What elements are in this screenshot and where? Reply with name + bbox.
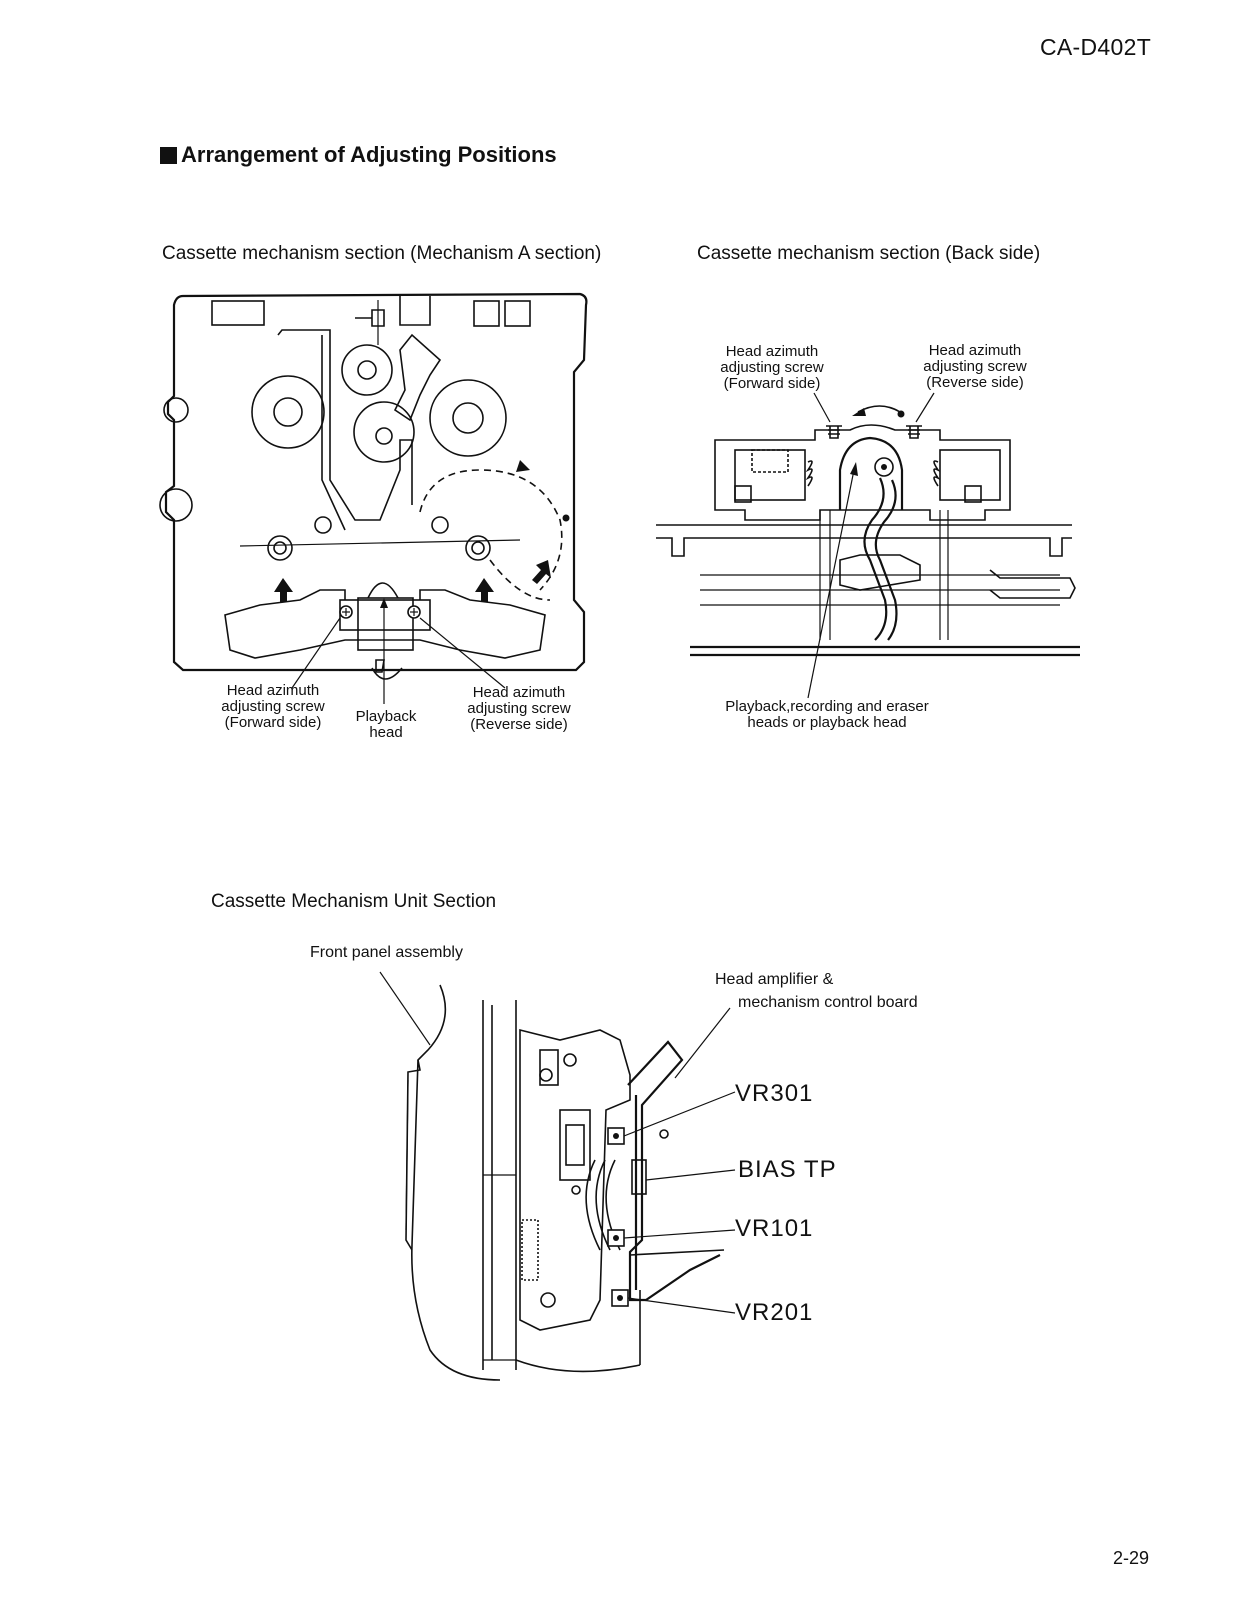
- square-bullet-icon: [160, 146, 177, 164]
- label-bias-tp: BIAS TP: [738, 1156, 837, 1183]
- label-back-rev-screw: Head azimuth adjusting screw (Reverse si…: [923, 342, 1027, 391]
- label-board-line2: mechanism control board: [738, 994, 918, 1011]
- label-front-panel: Front panel assembly: [310, 944, 463, 961]
- label-vr301: VR301: [735, 1080, 814, 1107]
- caption-back-side: Cassette mechanism section (Back side): [697, 243, 1041, 264]
- label-back-heads: Playback,recording and eraser heads or p…: [725, 698, 929, 731]
- caption-mechanism-a: Cassette mechanism section (Mechanism A …: [162, 243, 602, 264]
- label-back-fwd-screw: Head azimuth adjusting screw (Forward si…: [720, 343, 824, 392]
- label-board-line1: Head amplifier &: [715, 971, 834, 988]
- section-title: Arrangement of Adjusting Positions: [181, 142, 557, 167]
- page-number: 2-29: [1113, 1548, 1150, 1568]
- label-mech-a-fwd-screw: Head azimuth adjusting screw (Forward si…: [221, 682, 325, 731]
- label-vr101: VR101: [735, 1215, 814, 1242]
- section-heading: Arrangement of Adjusting Positions: [160, 142, 557, 168]
- model-number: CA-D402T: [1040, 34, 1152, 60]
- label-vr201: VR201: [735, 1299, 814, 1326]
- label-mech-a-playback-head: Playback head: [355, 708, 417, 741]
- label-mech-a-rev-screw: Head azimuth adjusting screw (Reverse si…: [467, 684, 571, 733]
- caption-unit-section: Cassette Mechanism Unit Section: [211, 891, 497, 912]
